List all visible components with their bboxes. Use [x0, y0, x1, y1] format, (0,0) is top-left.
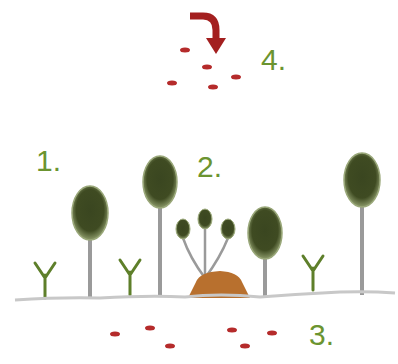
- arrow-head: [206, 38, 226, 54]
- callout-number: 1.: [36, 146, 61, 176]
- seeds-soil: [110, 326, 277, 349]
- arrow-shaft: [190, 16, 216, 40]
- callout-number: 3.: [309, 320, 334, 350]
- callout-number: 4.: [261, 45, 286, 75]
- seeds-falling: [167, 48, 241, 90]
- sprout-stems: [183, 228, 228, 278]
- tree-trunks: [90, 203, 362, 297]
- ground-line: [15, 292, 395, 300]
- callout-number: 2.: [197, 152, 222, 182]
- seedlings: [35, 256, 323, 298]
- sprout-crowns: [176, 209, 235, 239]
